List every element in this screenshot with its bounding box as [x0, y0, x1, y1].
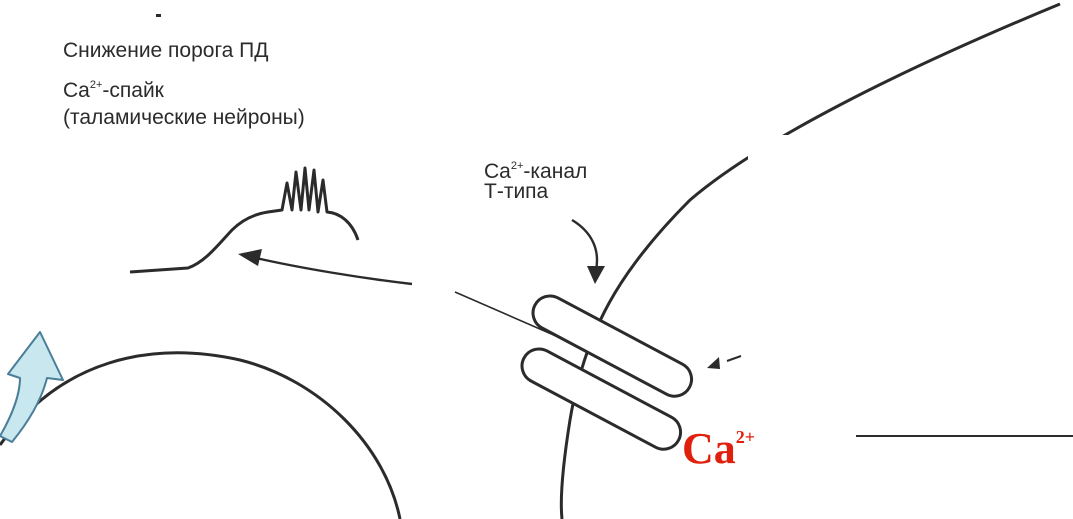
neurons-label: (таламические нейроны) — [63, 105, 305, 131]
threshold-label: Снижение порога ПД — [63, 38, 269, 64]
channel-label-charge: 2+ — [511, 160, 524, 172]
influx-arrow-line — [256, 258, 412, 284]
spike-label-suffix: -спайк — [102, 79, 163, 102]
channel-pointer-head — [587, 266, 605, 284]
calcium-ion-label: Ca2+ — [682, 412, 755, 474]
speck-mark — [156, 14, 161, 17]
channel-type-label: Т-типа — [484, 179, 548, 205]
influx-arrow-head — [238, 249, 262, 266]
calcium-ion-charge: 2+ — [736, 427, 755, 447]
curved-arrow-icon — [0, 332, 63, 442]
spike-label-base: Ca — [63, 79, 90, 102]
calcium-ion-base: Ca — [682, 424, 736, 473]
small-arrowhead — [707, 357, 720, 369]
channel-pointer-line — [572, 220, 597, 270]
small-arrow-dash — [727, 356, 741, 361]
mask-panel — [748, 135, 1073, 440]
spike-label-charge: 2+ — [90, 79, 103, 91]
spike-label: Ca2+-спайк — [63, 72, 164, 104]
